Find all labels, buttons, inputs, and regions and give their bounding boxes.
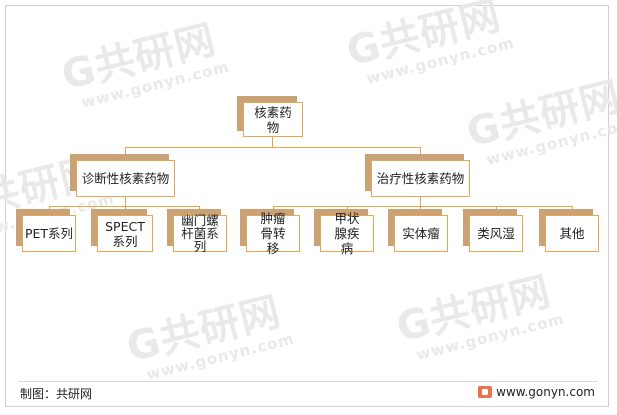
brand-logo-icon: [478, 386, 493, 398]
footer-website-block: www.gonyn.com: [478, 385, 595, 399]
connector-leaf-up: [347, 206, 348, 215]
connector-leaf-up: [199, 206, 200, 215]
node-leaf-pet: PET系列: [22, 215, 76, 252]
connector-leaf-up: [273, 206, 274, 215]
footer-source: 制图：共研网: [20, 387, 93, 401]
connector-diag-bar: [49, 206, 199, 207]
connector-leaf-up: [420, 206, 421, 215]
connector-branch-1-down: [125, 197, 126, 207]
node-therapeutic-label: 治疗性核素药物: [376, 171, 465, 186]
node-leaf-label: 实体瘤: [402, 226, 440, 241]
connector-leaf-up: [49, 206, 50, 215]
node-leaf-hp: 幽门螺杆菌系列: [173, 213, 227, 254]
node-diagnostic-label: 诊断性核素药物: [81, 171, 170, 186]
node-leaf-rheumatoid: 类风湿: [469, 215, 523, 252]
node-diagnostic: 诊断性核素药物: [76, 160, 175, 197]
node-leaf-other: 其他: [545, 215, 599, 252]
node-leaf-spect: SPECT系列: [97, 215, 153, 252]
connector-leaf-up: [572, 206, 573, 215]
node-therapeutic: 治疗性核素药物: [371, 160, 470, 197]
connector-branch-2-down: [420, 197, 421, 207]
connector-branch-2-up: [420, 147, 421, 160]
node-leaf-label: 肿瘤骨转移: [260, 211, 286, 256]
connector-root-down: [272, 137, 273, 148]
node-leaf-label: 其他: [559, 226, 585, 241]
connector-leaf-up: [496, 206, 497, 215]
node-leaf-thyroid: 甲状腺疾病: [320, 211, 374, 256]
node-root-label: 核素药物: [254, 104, 292, 135]
node-leaf-label: 幽门螺杆菌系列: [181, 213, 219, 254]
connector-leaf-up: [125, 206, 126, 215]
node-leaf-label: 甲状腺疾病: [334, 211, 360, 256]
node-leaf-label: PET系列: [24, 226, 74, 241]
connector-ther-bar: [273, 206, 572, 207]
node-leaf-label: 类风湿: [477, 226, 515, 241]
node-root: 核素药物: [243, 102, 303, 137]
node-leaf-solid-tumor: 实体瘤: [394, 215, 448, 252]
node-leaf-label: SPECT系列: [105, 218, 145, 249]
connector-branch-1-up: [125, 147, 126, 160]
connector-branches-bar: [125, 147, 420, 148]
footer-divider: [18, 381, 598, 382]
node-leaf-bone-metastasis: 肿瘤骨转移: [246, 211, 300, 256]
footer-website: www.gonyn.com: [496, 385, 595, 399]
